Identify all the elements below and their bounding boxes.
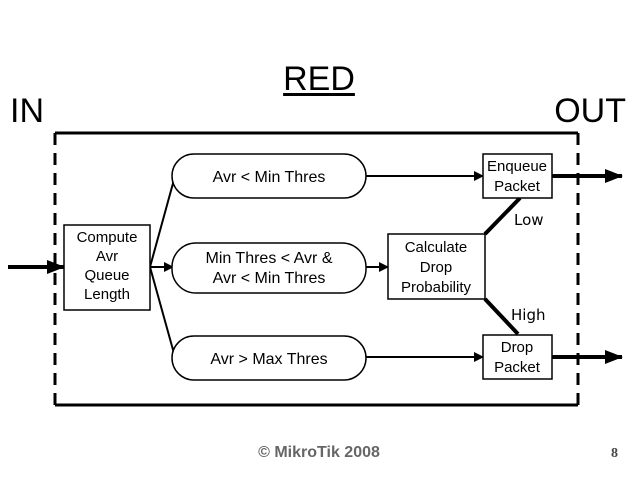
enqueue-packet-node: Enqueue Packet — [482, 153, 553, 199]
compute-line-2: Avr — [96, 248, 118, 265]
branch-low-node: Avr < Min Thres — [171, 153, 367, 199]
edge-label-low: Low — [514, 211, 544, 229]
edge-calc-drop — [483, 297, 520, 336]
branch-high-node: Avr > Max Thres — [171, 335, 367, 381]
drop-line-2: Packet — [494, 359, 541, 376]
drop-packet-node: Drop Packet — [482, 334, 553, 380]
edge-calc-enqueue — [483, 196, 522, 236]
edge-compute-low — [149, 175, 176, 268]
compute-line-4: Length — [84, 286, 130, 303]
compute-avr-queue-length-node: Compute Avr Queue Length — [63, 224, 151, 311]
enqueue-line-1: Enqueue — [487, 158, 547, 175]
calculate-line-1: Calculate — [405, 239, 468, 256]
branch-mid-line-1: Min Thres < Avr & — [205, 250, 332, 267]
compute-line-3: Queue — [84, 267, 129, 284]
compute-line-1: Compute — [77, 229, 138, 246]
branch-low-label: Avr < Min Thres — [213, 169, 326, 186]
edge-compute-high — [149, 266, 176, 358]
drop-line-1: Drop — [501, 339, 534, 356]
branch-high-label: Avr > Max Thres — [210, 351, 327, 368]
in-label: IN — [10, 92, 44, 130]
branch-mid-node: Min Thres < Avr & Avr < Min Thres — [171, 242, 367, 294]
calculate-drop-probability-node: Calculate Drop Probability — [387, 233, 486, 300]
edge-label-high: High — [511, 306, 545, 324]
calculate-line-3: Probability — [401, 279, 472, 296]
page-title: RED — [283, 60, 355, 98]
page-number: 8 — [611, 446, 618, 461]
out-label: OUT — [554, 92, 626, 130]
enqueue-line-2: Packet — [494, 178, 541, 195]
footer-copyright: © MikroTik 2008 — [258, 444, 380, 461]
calculate-line-2: Drop — [420, 259, 453, 276]
branch-mid-line-2: Avr < Min Thres — [213, 270, 326, 287]
